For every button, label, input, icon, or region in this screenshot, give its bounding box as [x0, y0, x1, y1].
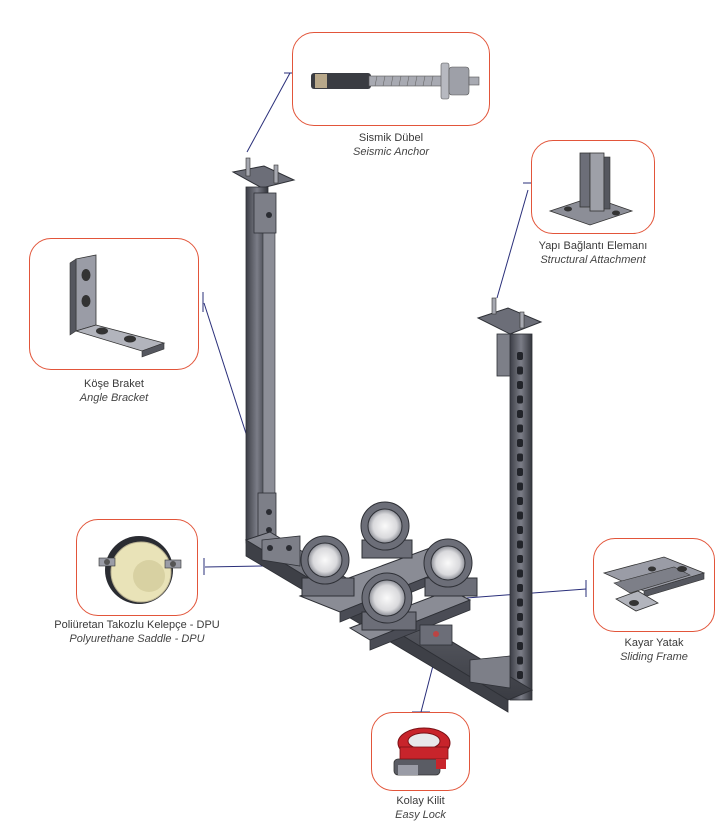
label-tr: Sismik Dübel: [358, 132, 424, 144]
channel-slot: [517, 613, 523, 621]
label-easy-lock: Kolay Kilit Easy Lock: [360, 794, 481, 822]
saddle-front: [361, 572, 417, 631]
callout-seismic-anchor[interactable]: [292, 32, 490, 126]
label-tr: Kolay Kilit: [396, 795, 445, 807]
structural-attachment-icon: [548, 152, 634, 226]
channel-slot: [517, 410, 523, 418]
label-structural-attachment: Yapı Bağlantı Elemanı Structural Attachm…: [520, 239, 666, 267]
channel-slot: [517, 511, 523, 520]
label-sliding-frame: Kayar Yatak Sliding Frame: [593, 636, 715, 664]
pipe-saddles: [300, 501, 478, 631]
label-en: Sliding Frame: [620, 651, 688, 663]
label-tr: Köşe Braket: [84, 378, 144, 390]
saddle-right: [423, 538, 478, 597]
saddle-left: [300, 535, 355, 597]
channel-slot: [517, 555, 523, 563]
label-seismic-anchor: Sismik Dübel Seismic Anchor: [292, 131, 490, 159]
callout-easy-lock[interactable]: [371, 712, 470, 791]
label-en: Structural Attachment: [540, 254, 646, 266]
polyurethane-saddle-icon: [98, 536, 182, 604]
label-angle-bracket: Köşe Braket Angle Bracket: [29, 377, 199, 405]
label-tr: Yapı Bağlantı Elemanı: [538, 240, 648, 252]
channel-slot: [517, 598, 523, 607]
label-en: Angle Bracket: [79, 392, 149, 404]
channel-slot: [517, 540, 523, 549]
channel-slot: [517, 439, 523, 447]
channel-slot: [517, 366, 523, 375]
channel-slot: [517, 497, 523, 505]
channel-slot: [517, 381, 523, 389]
channel-slot: [517, 671, 523, 679]
label-en: Polyurethane Saddle - DPU: [69, 633, 205, 645]
easy-lock-icon: [393, 727, 451, 776]
callout-sliding-frame[interactable]: [593, 538, 715, 632]
seismic-anchor-icon: [311, 62, 480, 100]
label-polyurethane-saddle: Poliüretan Takozlu Kelepçe - DPU Polyure…: [32, 618, 242, 646]
label-tr: Poliüretan Takozlu Kelepçe - DPU: [54, 619, 220, 631]
channel-slot: [517, 526, 523, 534]
channel-slot: [517, 424, 523, 433]
label-tr: Kayar Yatak: [624, 637, 684, 649]
left-strut-channel: [231, 157, 296, 549]
angle-bracket-icon: [69, 254, 166, 358]
callout-structural-attachment[interactable]: [531, 140, 655, 234]
channel-slot: [517, 482, 523, 491]
right-strut-channel: [476, 297, 543, 701]
label-en: Easy Lock: [395, 809, 446, 821]
saddle-top: [360, 501, 413, 559]
label-en: Seismic Anchor: [352, 146, 429, 158]
callout-polyurethane-saddle[interactable]: [76, 519, 198, 616]
channel-slot: [517, 656, 523, 665]
callout-angle-bracket[interactable]: [29, 238, 199, 370]
channel-slot: [517, 352, 523, 360]
channel-slot: [517, 584, 523, 592]
channel-slot: [517, 569, 523, 578]
channel-slot: [517, 468, 523, 476]
sliding-frame-icon: [602, 556, 706, 612]
channel-slot: [517, 642, 523, 650]
channel-slot: [517, 395, 523, 404]
channel-slot: [517, 453, 523, 462]
channel-slot: [517, 627, 523, 636]
